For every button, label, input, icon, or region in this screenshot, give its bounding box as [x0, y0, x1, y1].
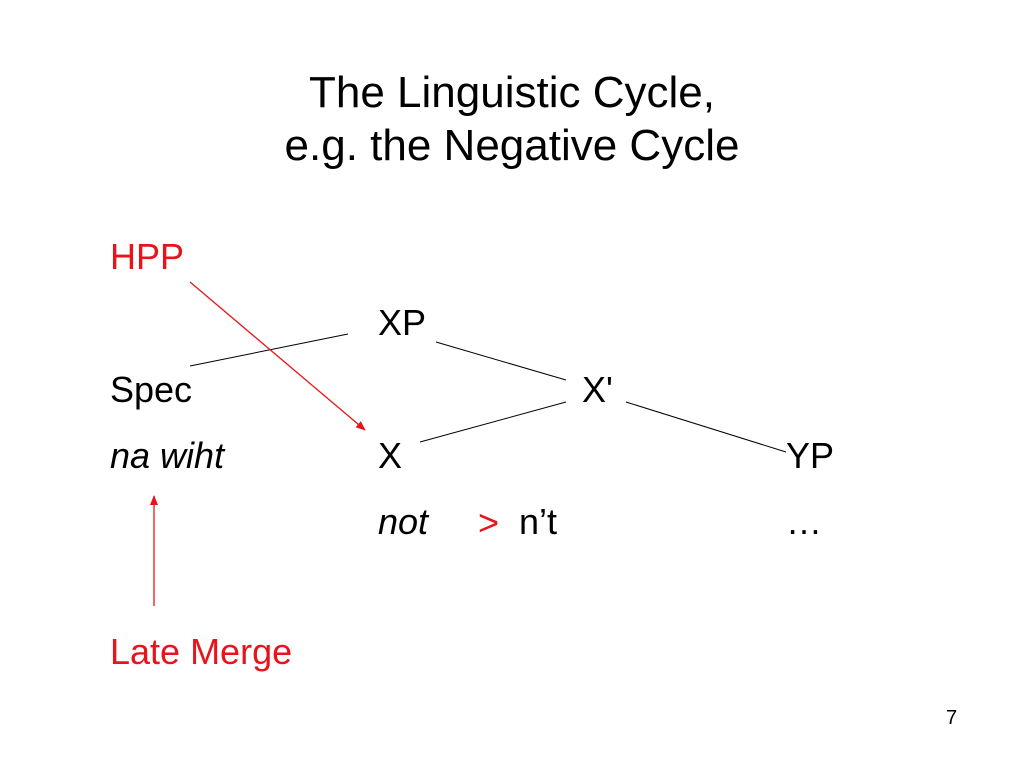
ellipsis-text: …	[786, 501, 822, 542]
title-line-2: e.g. the Negative Cycle	[284, 121, 740, 170]
na-wiht-text: na wiht	[110, 435, 225, 476]
branch-xbar-x	[419, 401, 567, 443]
branch-xp-xbar	[435, 341, 567, 381]
greater-than-symbol: >	[478, 502, 500, 543]
slide-title: The Linguistic Cycle, e.g. the Negative …	[0, 66, 1024, 172]
page-number: 7	[946, 707, 958, 729]
yp-node: YP	[786, 435, 835, 476]
hpp-label: HPP	[110, 236, 185, 277]
spec-node: Spec	[110, 369, 193, 410]
xp-node: XP	[378, 302, 427, 343]
x-node: X	[378, 435, 403, 476]
nt-text: n’t	[519, 501, 558, 542]
x-bar-node: X'	[582, 369, 613, 410]
late-merge-label: Late Merge	[110, 631, 293, 672]
not-text: not	[378, 501, 429, 542]
branch-xp-spec	[189, 333, 349, 367]
title-line-1: The Linguistic Cycle,	[309, 68, 715, 117]
hpp-arrow	[189, 281, 366, 431]
branch-xbar-yp	[625, 401, 787, 453]
